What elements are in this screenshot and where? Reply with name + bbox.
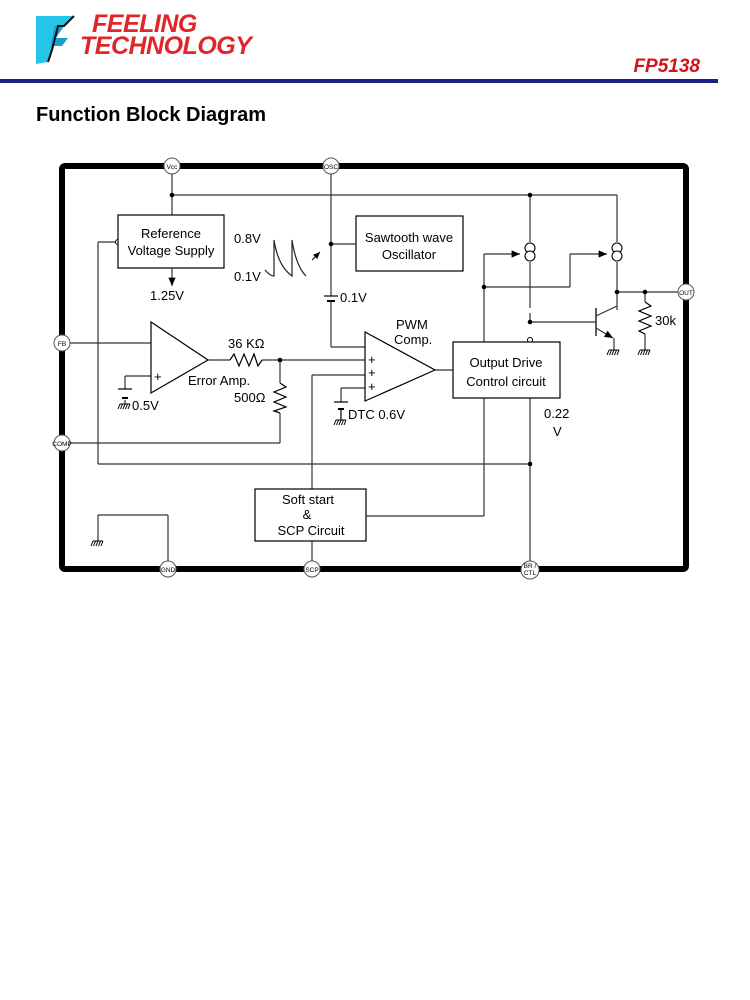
soft-start-label-1: Soft start bbox=[282, 492, 334, 507]
dtc-label: DTC 0.6V bbox=[348, 407, 405, 422]
svg-text:CTL: CTL bbox=[524, 570, 537, 577]
r-out-label: 30k bbox=[655, 313, 676, 328]
ground-icon bbox=[637, 349, 651, 356]
header-rule bbox=[0, 79, 718, 83]
reference-label-2: Voltage Supply bbox=[128, 243, 215, 258]
company-logo: FEELING TECHNOLOGY bbox=[34, 10, 274, 66]
error-amplifier bbox=[150, 320, 210, 395]
brand-line1: FEELING bbox=[92, 10, 197, 38]
pin-vcc: Vcc bbox=[163, 157, 181, 175]
svg-text:COMP: COMP bbox=[52, 441, 72, 448]
sawtooth-oscillator-block bbox=[355, 215, 464, 272]
reference-voltage-block bbox=[117, 214, 225, 269]
pwm-plus-1: + bbox=[368, 352, 376, 367]
ft-logo-icon bbox=[36, 15, 75, 64]
chip-outline bbox=[59, 163, 689, 572]
ground-icon bbox=[333, 419, 347, 426]
pin-comp: COMP bbox=[52, 434, 72, 452]
pwm-comparator bbox=[364, 330, 437, 402]
svg-text:OSC: OSC bbox=[324, 164, 338, 171]
section-title: Function Block Diagram bbox=[36, 104, 267, 126]
ea-ref-label: 0.5V bbox=[132, 398, 159, 413]
pwm-label-1: PWM bbox=[396, 317, 428, 332]
pin-scp: SCP bbox=[303, 560, 321, 578]
svg-text:OUT: OUT bbox=[679, 290, 693, 297]
pin-osc: OSC bbox=[322, 157, 340, 175]
ea-reference-battery bbox=[118, 388, 132, 399]
error-amp-label: Error Amp. bbox=[188, 373, 250, 388]
sawtooth-label-2: Oscillator bbox=[382, 247, 437, 262]
svg-text:FB: FB bbox=[58, 341, 66, 348]
pwm-label-2: Comp. bbox=[394, 332, 432, 347]
current-source-2 bbox=[611, 242, 623, 262]
saw-high-label: 0.8V bbox=[234, 231, 261, 246]
current-source-1 bbox=[524, 242, 536, 262]
sawtooth-arrow bbox=[311, 251, 321, 261]
reference-label-1: Reference bbox=[141, 226, 201, 241]
svg-text:SCP: SCP bbox=[305, 567, 318, 574]
brand-line2: TECHNOLOGY bbox=[80, 32, 252, 60]
pin-gnd: GND bbox=[159, 560, 177, 578]
ea-plus-sign: + bbox=[154, 369, 162, 384]
pin-br-ctl: BR / CTL bbox=[520, 560, 540, 580]
sawtooth-label-1: Sawtooth wave bbox=[365, 230, 453, 245]
ground-icon bbox=[606, 349, 620, 356]
soft-start-block bbox=[254, 488, 367, 542]
ground-icon bbox=[117, 403, 131, 410]
r1-label: 36 KΩ bbox=[228, 336, 265, 351]
output-drive-block bbox=[452, 341, 561, 399]
svg-text:Vcc: Vcc bbox=[167, 164, 179, 171]
part-number: FP5138 bbox=[633, 56, 700, 77]
pin-out: OUT bbox=[677, 283, 695, 301]
svg-text:BR /: BR / bbox=[524, 563, 537, 570]
br-threshold-1: 0.22 bbox=[544, 406, 569, 421]
output-drive-label-1: Output Drive bbox=[470, 355, 543, 370]
sawtooth-waveform bbox=[264, 239, 307, 278]
resistor-30k bbox=[637, 301, 653, 335]
saw-low-label: 0.1V bbox=[234, 269, 261, 284]
ref-out-label: 1.25V bbox=[150, 288, 184, 303]
resistor-500 bbox=[272, 382, 288, 414]
dtc-battery bbox=[334, 401, 348, 420]
soft-start-label-3: SCP Circuit bbox=[278, 523, 345, 538]
r2-label: 500Ω bbox=[234, 390, 266, 405]
osc-offset-label: 0.1V bbox=[340, 290, 367, 305]
output-drive-label-2: Control circuit bbox=[466, 374, 546, 389]
osc-offset-battery bbox=[324, 295, 338, 302]
svg-text:GND: GND bbox=[161, 567, 176, 574]
resistor-36k bbox=[229, 352, 263, 368]
pwm-plus-3: + bbox=[368, 379, 376, 394]
ground-icon bbox=[90, 540, 104, 547]
pin-fb: FB bbox=[53, 334, 71, 352]
pwm-plus-2: + bbox=[368, 365, 376, 380]
soft-start-label-2: & bbox=[303, 507, 312, 522]
br-threshold-2: V bbox=[553, 424, 562, 439]
junction-dots bbox=[169, 192, 648, 467]
